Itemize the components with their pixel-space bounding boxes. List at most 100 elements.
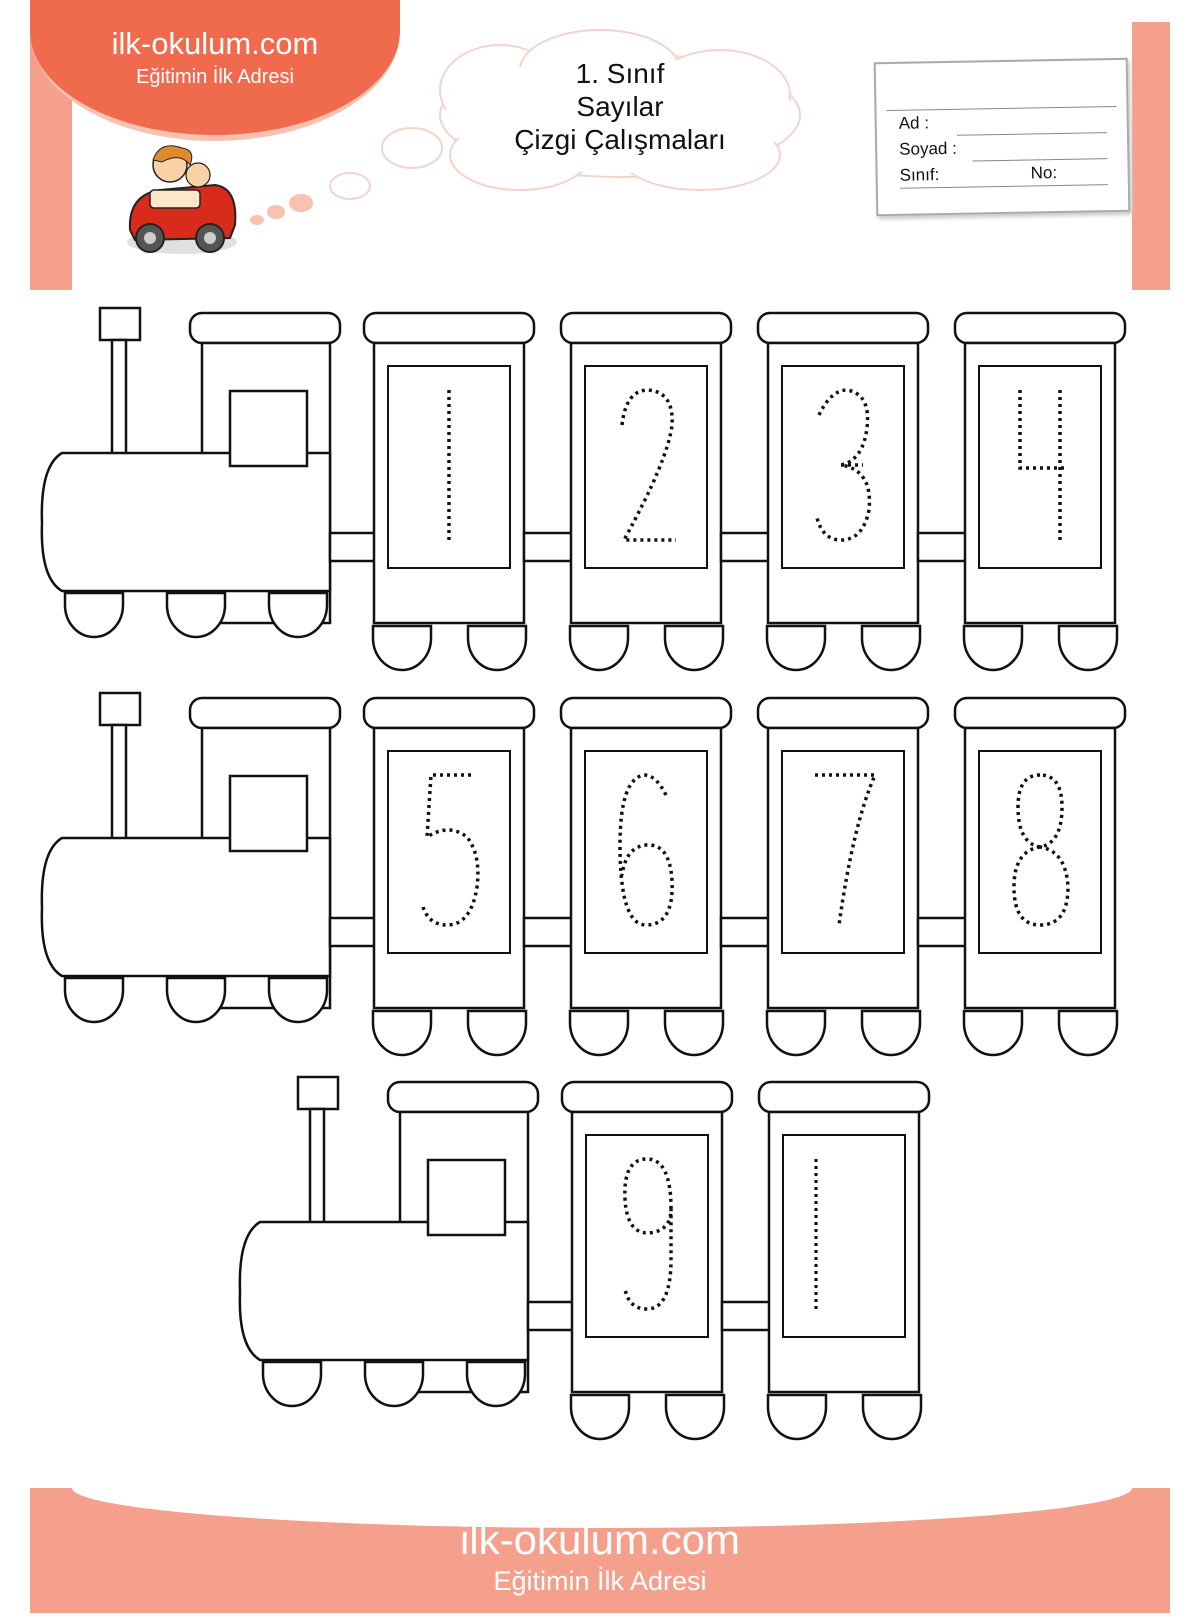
car-roof	[756, 311, 930, 345]
engine-wheel	[63, 591, 125, 639]
number-panel	[584, 750, 708, 954]
number-panel	[781, 750, 905, 954]
car-wheel	[466, 624, 528, 672]
car-roof	[757, 1080, 931, 1114]
car-roof	[560, 1080, 734, 1114]
car-mascot-icon	[127, 145, 237, 254]
engine-wheel	[261, 1360, 323, 1408]
engine-wheel	[267, 976, 329, 1024]
footer-subtitle: Eğitimin İlk Adresi	[493, 1566, 707, 1596]
thought-bubble	[267, 205, 285, 219]
car-wheel	[569, 1393, 631, 1441]
worksheet-grade: 1. Sınıf	[575, 58, 665, 89]
coupler	[916, 916, 968, 948]
dotted-number-5	[421, 773, 480, 927]
thought-bubble	[381, 127, 443, 169]
digit-stroke	[623, 1157, 673, 1311]
engine-chimney-cap	[98, 691, 142, 727]
engine-chimney-cap	[98, 306, 142, 342]
car-roof	[559, 311, 733, 345]
car-wheel	[1057, 1009, 1119, 1057]
car-wheel	[663, 624, 725, 672]
dotted-number-6	[618, 773, 674, 927]
engine-window	[426, 1158, 507, 1237]
coupler	[916, 531, 968, 563]
dotted-number-4	[1018, 390, 1068, 540]
dotted-number-8	[1012, 773, 1070, 927]
engine-chimney	[308, 1107, 326, 1226]
car-roof	[756, 696, 930, 730]
engine-wheel	[363, 1360, 425, 1408]
coupler	[720, 1300, 772, 1332]
digit-stroke	[1018, 390, 1068, 540]
thought-bubble	[250, 215, 264, 225]
coupler	[328, 916, 382, 948]
engine-boiler	[40, 451, 332, 593]
car-wheel	[860, 1009, 922, 1057]
engine-wheel	[267, 591, 329, 639]
engine-chimney	[110, 723, 128, 842]
digit-stroke	[815, 773, 878, 926]
engine-chimney	[110, 338, 128, 457]
digit-stroke	[815, 388, 872, 542]
car-wheel	[371, 1009, 433, 1057]
dotted-number-3	[815, 388, 872, 542]
engine-boiler	[40, 836, 332, 978]
coupler	[328, 531, 382, 563]
digit-stroke	[1012, 773, 1070, 927]
engine-roof	[386, 1080, 540, 1114]
car-wheel	[568, 624, 630, 672]
car-wheel	[371, 624, 433, 672]
header-illustration	[127, 29, 1001, 254]
number-panel	[782, 1134, 906, 1338]
engine-roof	[188, 311, 342, 345]
engine-wheel	[165, 976, 227, 1024]
dotted-number-9	[623, 1157, 673, 1311]
car-wheel	[962, 1009, 1024, 1057]
car-wheel	[766, 1393, 828, 1441]
dotted-number-2	[620, 388, 676, 542]
car-roof	[953, 696, 1127, 730]
car-wheel	[860, 624, 922, 672]
car-wheel	[663, 1009, 725, 1057]
footer-title: ilk-okulum.com	[459, 1516, 741, 1563]
car-wheel	[466, 1009, 528, 1057]
engine-wheel	[465, 1360, 527, 1408]
engine-wheel	[165, 591, 227, 639]
car-roof	[362, 311, 536, 345]
number-panel	[978, 750, 1102, 954]
car-wheel	[568, 1009, 630, 1057]
number-panel	[584, 365, 708, 569]
number-panel	[387, 750, 511, 954]
engine-window	[228, 774, 309, 853]
engine-roof	[188, 696, 342, 730]
car-roof	[559, 696, 733, 730]
digit-stroke	[620, 388, 676, 542]
car-roof	[953, 311, 1127, 345]
worksheet-title: Çizgi Çalışmaları	[514, 124, 726, 155]
dotted-number-7	[815, 773, 878, 926]
car-wheel	[861, 1393, 923, 1441]
car-roof	[362, 696, 536, 730]
digit-stroke	[421, 773, 480, 927]
car-wheel	[1057, 624, 1119, 672]
engine-boiler	[238, 1220, 530, 1362]
car-wheel	[962, 624, 1024, 672]
coupler	[719, 916, 771, 948]
thought-bubble	[329, 172, 371, 200]
number-panel	[781, 365, 905, 569]
coupler	[522, 531, 574, 563]
car-wheel	[664, 1393, 726, 1441]
coupler	[526, 1300, 580, 1332]
logo-subtitle: Eğitimin İlk Adresi	[136, 66, 294, 88]
engine-chimney-cap	[296, 1075, 340, 1111]
coupler	[719, 531, 771, 563]
car-wheel	[765, 1009, 827, 1057]
engine-wheel	[63, 976, 125, 1024]
number-panel	[585, 1134, 709, 1338]
worksheet-subject: Sayılar	[576, 91, 664, 122]
engine-window	[228, 389, 309, 468]
digit-stroke	[618, 773, 674, 927]
coupler	[522, 916, 574, 948]
